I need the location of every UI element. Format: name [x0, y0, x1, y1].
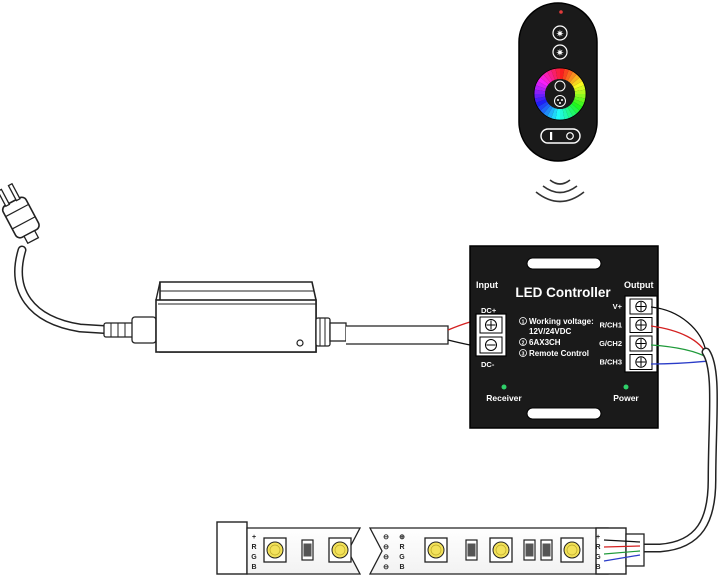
output-label-4: B/CH3	[599, 358, 622, 367]
dc-minus-label: DC-	[481, 360, 495, 369]
color-wheel-icon[interactable]	[533, 67, 587, 121]
spec-voltage-value: 12V/24VDC	[529, 327, 571, 336]
remote-power-button[interactable]	[540, 128, 581, 144]
remote-indicator-led	[559, 10, 563, 14]
pad-label: +	[596, 534, 600, 541]
pad-label: ⊕	[399, 534, 405, 541]
strip-connector-wires	[603, 539, 641, 562]
pad-label: G	[399, 554, 405, 561]
pads-right: + RGB	[595, 534, 601, 571]
svg-text:✷: ✷	[556, 29, 564, 40]
dc-plus-label: DC+	[481, 306, 497, 315]
input-screw-dc-minus[interactable]	[479, 336, 503, 354]
receiver-led	[501, 384, 507, 390]
power-led	[623, 384, 629, 390]
controller-title: LED Controller	[515, 285, 611, 300]
spec-remote-control: Remote Control	[529, 349, 589, 358]
resistor	[465, 539, 478, 561]
wireless-signal-icon	[535, 179, 585, 203]
pad-label: R	[595, 544, 600, 551]
pad-label: R	[251, 544, 256, 551]
smd-led	[263, 537, 287, 563]
input-label: Input	[476, 280, 498, 290]
pad-label: ⊖	[383, 564, 389, 571]
pad-label: R	[399, 544, 404, 551]
power-label: Power	[613, 393, 639, 403]
pad-label: B	[251, 564, 256, 571]
led-strip: +RGB⊖⊖⊖⊖⊕RGB+RGB	[216, 521, 645, 575]
led-controller: Input Output LED Controller DC+ DC- 1 Wo…	[469, 245, 659, 429]
svg-text:3: 3	[522, 352, 525, 358]
power-adapter	[103, 281, 347, 353]
pad-label: ⊖	[383, 534, 389, 541]
smd-led	[328, 537, 352, 563]
pads-left: + RGB	[251, 534, 257, 571]
spec-list: 1 Working voltage: 12V/24VDC 2 6AX3CH 3 …	[519, 317, 594, 358]
receiver-label: Receiver	[486, 393, 522, 403]
pad-label: G	[595, 554, 601, 561]
pad-label: G	[251, 554, 257, 561]
ac-plug-icon	[0, 182, 40, 245]
resistor	[523, 539, 536, 561]
output-label-3: G/CH2	[599, 339, 622, 348]
pad-label: ⊖	[383, 544, 389, 551]
smd-led	[560, 537, 584, 563]
output-screw-3[interactable]	[629, 335, 653, 352]
pad-label: B	[595, 564, 600, 571]
pads-mid-a: ⊖ ⊖ ⊖ ⊖	[383, 534, 389, 571]
output-label-1: V+	[613, 302, 623, 311]
svg-text:2: 2	[522, 341, 525, 347]
pad-label: +	[252, 534, 256, 541]
resistor	[301, 539, 314, 561]
mode-icon[interactable]	[554, 80, 566, 92]
input-screw-dc-plus[interactable]	[479, 316, 503, 334]
output-label: Output	[624, 280, 654, 290]
output-screw-1[interactable]	[629, 298, 653, 315]
spec-current: 6AX3CH	[529, 338, 561, 347]
resistor	[540, 539, 553, 561]
pad-label: B	[399, 564, 404, 571]
output-screw-4[interactable]	[629, 354, 653, 370]
ac-cord	[14, 245, 117, 335]
speed-icon[interactable]	[554, 95, 566, 107]
output-wires	[650, 306, 710, 365]
output-label-2: R/CH1	[599, 321, 622, 330]
spec-working-voltage: Working voltage:	[529, 317, 594, 326]
pad-label: ⊖	[383, 554, 389, 561]
sun-icon[interactable]: ✷	[552, 25, 568, 41]
svg-text:✷: ✷	[556, 48, 564, 59]
output-screw-2[interactable]	[629, 317, 653, 333]
rf-remote: ✷ ✷	[518, 2, 598, 162]
sun-icon[interactable]: ✷	[552, 44, 568, 60]
smd-led	[424, 537, 448, 563]
smd-led	[489, 537, 513, 563]
svg-text:1: 1	[522, 320, 525, 326]
pads-mid-b: ⊕ RGB	[399, 534, 405, 571]
